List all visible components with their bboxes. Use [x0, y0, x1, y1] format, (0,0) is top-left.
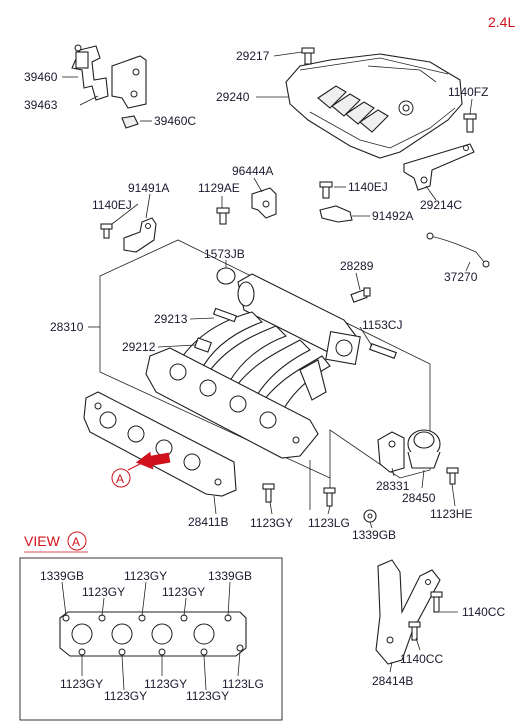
part-label-28414b: 28414B: [372, 674, 413, 688]
bracket-96444a: [251, 187, 277, 219]
part-label-29217: 29217: [236, 49, 270, 63]
bracket-91491a: [123, 217, 157, 253]
cover-bolt-1140fz: [463, 113, 477, 133]
part-label-29240: 29240: [216, 90, 250, 104]
nut-1339gb-main: [363, 509, 377, 523]
part-label-28450: 28450: [402, 491, 436, 505]
pipe-29212: [194, 337, 212, 353]
solenoid-valve-assembly: [71, 44, 109, 101]
part-label-91492a: 91492A: [372, 209, 413, 223]
intake-manifold: [145, 273, 361, 459]
bolt-1129ae: [216, 207, 230, 225]
view-label-1123gy-bottom-4: 1123GY: [186, 689, 229, 703]
part-label-1140cc-upper: 1140CC: [462, 605, 505, 619]
part-label-96444a: 96444A: [232, 164, 273, 178]
bolt-1123he: [446, 467, 459, 485]
part-label-1140fz: 1140FZ: [448, 85, 488, 99]
view-a-heading: VIEW A: [24, 531, 88, 553]
part-label-1123lg-main: 1123LG: [308, 516, 350, 530]
part-label-1140ej-top: 1140EJ: [348, 180, 388, 194]
part-label-39460: 39460: [24, 70, 58, 84]
stud-29213: [212, 307, 238, 323]
view-a-title: VIEW: [24, 533, 61, 549]
view-label-1123gy-top-right: 1123GY: [162, 585, 205, 599]
part-label-39463: 39463: [24, 98, 58, 112]
clip-91492a: [319, 205, 353, 223]
view-a-gasket: [59, 611, 247, 657]
engine-spec-label: 2.4L: [488, 14, 515, 30]
part-label-28310: 28310: [50, 320, 84, 334]
part-label-39460c: 39460C: [154, 114, 196, 128]
stud-1153cj: [369, 343, 397, 359]
cover-bolt-29217: [301, 47, 315, 65]
view-label-1123gy-bottom-3: 1123GY: [144, 677, 187, 691]
part-label-1573jb: 1573JB: [204, 247, 245, 261]
part-label-28411b: 28411B: [188, 515, 228, 529]
view-label-1123gy-bottom-2: 1123GY: [104, 689, 147, 703]
engine-cover: [285, 53, 463, 159]
cap-1573jb: [216, 267, 236, 285]
part-label-91491a: 91491A: [128, 181, 169, 195]
view-a-callout-arrow: A: [111, 451, 171, 488]
part-label-1129ae: 1129AE: [198, 181, 240, 195]
cover-ribs: [317, 85, 389, 133]
bolt-1140ej-left: [100, 223, 113, 239]
support-bracket-28414b: [375, 559, 441, 665]
view-label-1123lg: 1123LG: [222, 677, 264, 691]
view-a-letter: A: [72, 535, 80, 549]
part-label-29214c: 29214C: [420, 198, 462, 212]
view-label-1123gy-top-mid: 1123GY: [124, 569, 167, 583]
part-label-1140cc-lower: 1140CC: [400, 652, 443, 666]
bolt-1123gy-main: [262, 483, 275, 503]
bracket-28331: [377, 431, 405, 473]
part-label-29213: 29213: [154, 312, 188, 326]
manifold-gasket-28411b: [83, 391, 237, 497]
bolt-1140cc-lower: [408, 621, 421, 641]
part-label-1339gb-main: 1339GB: [352, 528, 396, 542]
grommet-part: [121, 115, 139, 129]
callout-a-letter: A: [116, 472, 124, 486]
part-label-29212: 29212: [122, 340, 156, 354]
sensor-28289: [350, 287, 371, 303]
part-label-1123he: 1123HE: [430, 507, 472, 521]
bolt-1123lg-main: [323, 487, 336, 507]
cover-bracket-29214c: [403, 143, 475, 191]
view-label-1339gb-left: 1339GB: [40, 569, 84, 583]
view-a-frame: [19, 557, 283, 721]
view-label-1123gy-bottom-1: 1123GY: [60, 677, 103, 691]
ground-wire-37270: [426, 232, 490, 268]
part-label-1140ej-left: 1140EJ: [92, 198, 132, 212]
part-label-37270: 37270: [444, 270, 478, 284]
actuator-28450: [407, 429, 441, 469]
mounting-bracket: [111, 55, 147, 109]
part-label-28331: 28331: [376, 479, 410, 493]
bolt-1140cc-upper: [430, 591, 443, 613]
view-label-1339gb-right: 1339GB: [208, 569, 252, 583]
part-label-28289: 28289: [340, 259, 374, 273]
view-label-1123gy-top-left: 1123GY: [82, 585, 125, 599]
bolt-1140ej-top: [319, 181, 333, 199]
part-label-1123gy-main: 1123GY: [250, 516, 293, 530]
part-label-1153cj: 1153CJ: [362, 318, 402, 332]
